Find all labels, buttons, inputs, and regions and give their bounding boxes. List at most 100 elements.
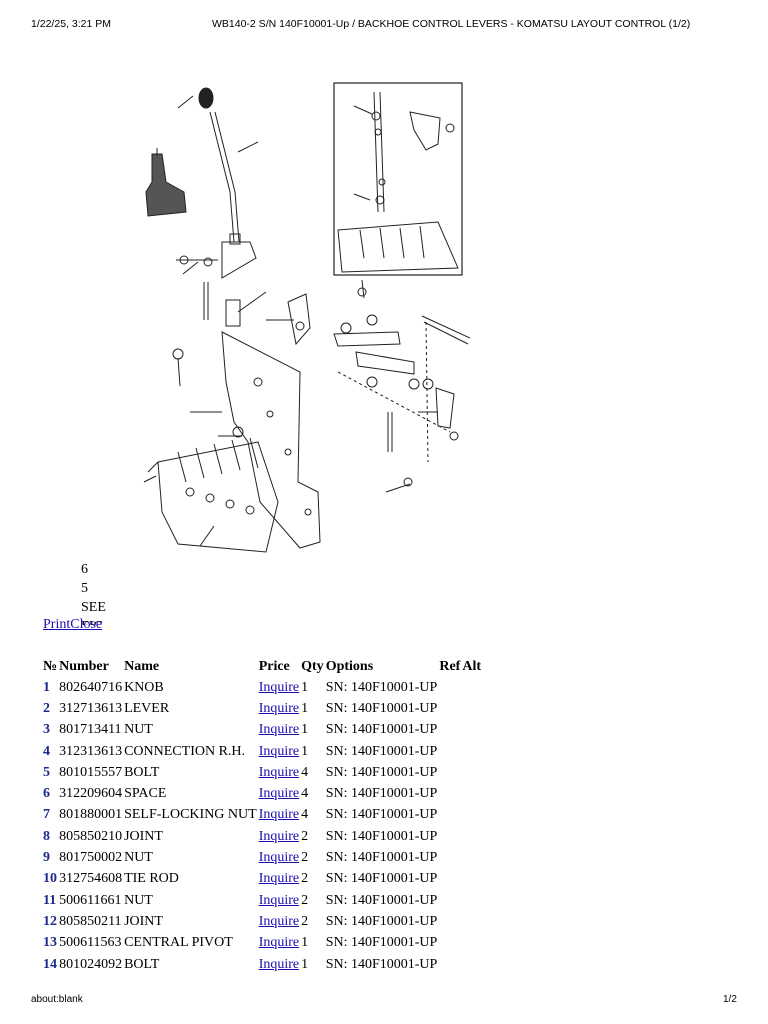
cell-alt [462,783,483,804]
inquire-link[interactable]: Inquire [258,722,300,738]
cell-alt [462,847,483,868]
cell-name: BOLT [124,956,160,972]
close-link[interactable]: Close [70,617,103,632]
cell-number: 312209604 [59,786,123,802]
diagram-callouts: 6 5 SEE FIG [81,560,106,625]
cell-alt [462,869,483,890]
cell-name: NUT [124,892,153,908]
cell-options: SN: 140F10001-UP [325,871,438,887]
cell-qty: 2 [301,828,309,844]
inquire-link[interactable]: Inquire [258,679,300,695]
inquire-link[interactable]: Inquire [258,764,300,780]
inquire-link[interactable]: Inquire [258,871,300,887]
cell-number: 312713613 [59,700,123,716]
cell-alt [462,805,483,826]
cell-options: SN: 140F10001-UP [325,679,438,695]
cell-number: 500611563 [59,935,122,951]
cell-qty: 1 [301,956,309,972]
inquire-link[interactable]: Inquire [258,956,300,972]
cell-ref [439,805,462,826]
cell-name: CONNECTION R.H. [124,743,246,759]
cell-number: 312313613 [59,743,123,759]
cell-options: SN: 140F10001-UP [325,850,438,866]
cell-alt [462,677,483,698]
inquire-link[interactable]: Inquire [258,700,300,716]
cell-price: Inquire [259,911,301,932]
cell-qty: 1 [301,722,309,738]
cell-name: KNOB [124,679,164,695]
col-alt: Alt [462,658,481,674]
cell-name: NUT [124,850,153,866]
print-link[interactable]: Print [43,617,71,632]
cell-qty: 4 [301,807,309,823]
cell-number: 500611661 [59,892,122,908]
print-footer: about:blank 1/2 [0,992,768,1008]
callout-label: 5 [81,581,88,596]
inquire-link[interactable]: Inquire [258,935,300,951]
cell-number: 801750002 [59,850,123,866]
cell-number: 801880001 [59,807,123,823]
cell-ref [439,933,462,954]
inquire-link[interactable]: Inquire [258,913,300,929]
callout-label: 6 [81,562,88,577]
inquire-link[interactable]: Inquire [258,828,300,844]
cell-qty: 1 [301,935,309,951]
cell-no: 6 [43,786,50,802]
cell-name: CENTRAL PIVOT [124,935,233,951]
cell-ref [439,869,462,890]
inquire-link[interactable]: Inquire [258,743,300,759]
col-no: № [43,658,58,674]
cell-number: 801713411 [59,722,122,738]
cell-options: SN: 140F10001-UP [325,722,438,738]
cell-number: 801015557 [59,764,123,780]
callout-label: SEE [81,600,106,615]
cell-options: SN: 140F10001-UP [325,913,438,929]
col-number: Number [59,658,109,674]
cell-alt [462,954,483,975]
cell-options: SN: 140F10001-UP [325,807,438,823]
page-number: 1/2 [723,994,737,1005]
cell-number: 312754608 [59,871,123,887]
cell-qty: 2 [301,913,309,929]
cell-no: 11 [43,892,57,908]
cell-price: Inquire [259,890,301,911]
print-header: 1/22/25, 3:21 PM WB140-2 S/N 140F10001-U… [0,14,768,34]
cell-qty: 1 [301,679,309,695]
cell-no: 14 [43,956,57,972]
cell-number: 802640716 [59,679,123,695]
cell-number: 801024092 [59,956,123,972]
col-qty: Qty [301,658,324,674]
action-links: PrintClose [43,617,102,633]
cell-no: 1 [43,679,50,695]
cell-ref [439,698,462,719]
cell-name: SELF-LOCKING NUT [124,807,257,823]
cell-ref [439,826,462,847]
inquire-link[interactable]: Inquire [258,786,300,802]
inquire-link[interactable]: Inquire [258,850,300,866]
inquire-link[interactable]: Inquire [258,807,300,823]
cell-options: SN: 140F10001-UP [325,764,438,780]
cell-price: Inquire [259,677,301,698]
cell-no: 7 [43,807,50,823]
cell-no: 8 [43,828,50,844]
cell-price: Inquire [259,933,301,954]
page-url: about:blank [31,994,83,1005]
cell-alt [462,720,483,741]
knob [198,87,214,109]
table-header-row: № Number Name Price Qty Options Ref Alt [43,656,483,677]
cell-qty: 1 [301,700,309,716]
cell-price: Inquire [259,869,301,890]
inquire-link[interactable]: Inquire [258,892,300,908]
cell-ref [439,677,462,698]
cell-alt [462,890,483,911]
cell-ref [439,762,462,783]
cell-qty: 1 [301,743,309,759]
